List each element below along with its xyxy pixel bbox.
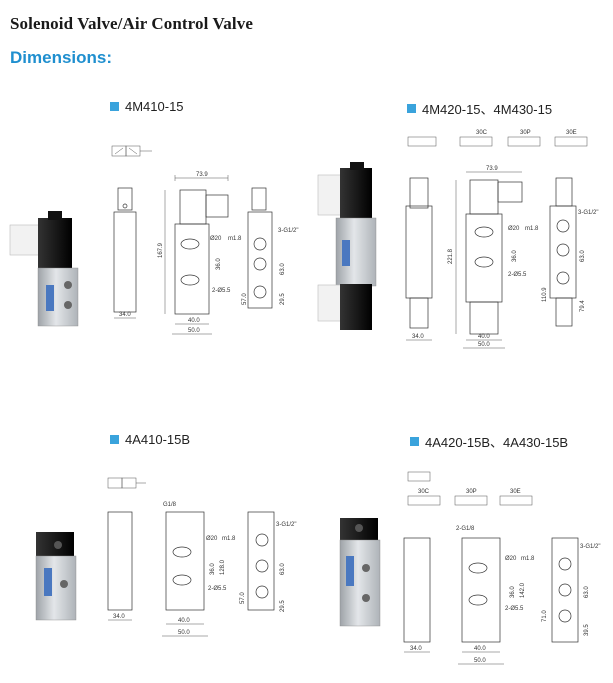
- side-view-4a410: 34.0: [107, 511, 133, 621]
- end-view-4m410: 3-G1/2" 63.0 57.0 29.5: [242, 187, 298, 309]
- dim-63: 63.0: [584, 586, 590, 598]
- bullet-square-icon: [407, 104, 416, 113]
- valve-photo-4m420: [317, 162, 377, 330]
- dim-128: 128.0: [220, 559, 226, 575]
- dim-50: 50.0: [474, 658, 486, 664]
- dim-34: 34.0: [113, 614, 125, 620]
- end-view-4a420: 3-G1/2" 63.0 71.0 39.5: [542, 537, 600, 643]
- symbol-30c: 30C: [476, 130, 488, 136]
- dim-40: 40.0: [188, 318, 200, 324]
- side-view-4m420: 34.0: [405, 177, 433, 341]
- dim-73-9: 73.9: [196, 172, 208, 178]
- dim-thread: 3-G1/2": [278, 228, 298, 234]
- dim-port-detail: m1.8: [228, 236, 242, 242]
- bullet-square-icon: [410, 437, 419, 446]
- dim-g18: G1/8: [163, 502, 177, 508]
- dim-holes: 2-Ø5.5: [508, 272, 527, 278]
- dim-63: 63.0: [280, 563, 286, 575]
- dim-36: 36.0: [510, 586, 516, 598]
- dim-36: 36.0: [210, 563, 216, 575]
- dim-57: 57.0: [240, 592, 246, 604]
- dim-63: 63.0: [580, 250, 586, 262]
- model-name: 4M410-15: [125, 99, 184, 114]
- symbol-4m410: [111, 145, 152, 157]
- dim-167-9: 167.9: [158, 242, 164, 258]
- dim-g18: 2-G1/8: [456, 526, 475, 532]
- dim-29: 29.5: [280, 293, 286, 305]
- dim-holes: 2-Ø5.5: [208, 586, 227, 592]
- symbol-30e: 30E: [510, 489, 521, 495]
- dim-port: Ø20: [508, 226, 520, 232]
- dim-holes: 2-Ø5.5: [212, 288, 231, 294]
- model-label-4a420: 4A420-15B、4A430-15B: [410, 432, 568, 451]
- dim-57: 57.0: [242, 293, 248, 305]
- dim-50: 50.0: [188, 328, 200, 334]
- model-name: 4A420-15B、4A430-15B: [425, 435, 569, 450]
- valve-photo-4m410: [9, 211, 79, 327]
- dim-71: 71.0: [542, 610, 548, 622]
- front-view-4m410: 73.9 167.9 Ø20 m1.8 2-Ø5.5 36.0 40.0 50.…: [114, 172, 242, 335]
- side-view-4a420: 34.0: [403, 537, 431, 653]
- dim-thread: 3-G1/2": [580, 544, 600, 550]
- model-name: 4M420-15、4M430-15: [422, 102, 553, 117]
- symbol-4a410: [107, 477, 146, 489]
- dim-50: 50.0: [178, 630, 190, 636]
- model-name: 4A410-15B: [125, 432, 191, 447]
- bullet-square-icon: [110, 102, 119, 111]
- dim-port: Ø20: [210, 236, 222, 242]
- symbol-30e: 30E: [566, 130, 577, 136]
- valve-photo-4a420: [339, 518, 381, 627]
- model-label-4m410: 4M410-15: [110, 99, 184, 114]
- dim-40: 40.0: [474, 646, 486, 652]
- dim-34: 34.0: [412, 334, 424, 340]
- end-view-4a410: 3-G1/2" 63.0 57.0 29.5: [240, 511, 296, 612]
- dim-73-9: 73.9: [486, 166, 498, 172]
- symbols-4m420: 30C 30P 30E: [407, 130, 588, 147]
- page-title: Solenoid Valve/Air Control Valve: [10, 14, 253, 33]
- dim-29: 29.5: [280, 600, 286, 612]
- dim-thread: 3-G1/2": [578, 210, 598, 216]
- dim-142: 142.0: [520, 582, 526, 598]
- model-label-4m420: 4M420-15、4M430-15: [407, 99, 552, 118]
- dim-36: 36.0: [512, 250, 518, 262]
- dim-63: 63.0: [280, 263, 286, 275]
- dim-36: 36.0: [216, 258, 222, 270]
- dim-40: 40.0: [478, 334, 490, 340]
- dim-port-detail: m1.8: [222, 536, 236, 542]
- dim-port: Ø20: [206, 536, 218, 542]
- dim-79-4: 79.4: [580, 300, 586, 312]
- valve-photo-4a410: [35, 532, 77, 621]
- end-view-4m420: 3-G1/2" 63.0 110.9 79.4: [542, 177, 598, 327]
- dim-port-detail: m1.8: [525, 226, 539, 232]
- symbol-30p: 30P: [466, 489, 477, 495]
- symbols-4a420: 30C 30P 30E: [407, 471, 533, 506]
- dim-port-detail: m1.8: [521, 556, 535, 562]
- dim-holes: 2-Ø5.5: [505, 606, 524, 612]
- dim-40: 40.0: [178, 618, 190, 624]
- side-view-4m410: [113, 187, 137, 313]
- symbol-30p: 30P: [520, 130, 531, 136]
- dim-221-8: 221.8: [448, 248, 454, 264]
- dim-39-5: 39.5: [584, 624, 590, 636]
- front-view-4m420: 73.9 221.8 Ø20 m1.8 2-Ø5.5 36.0 40.0 50.…: [448, 166, 539, 349]
- dim-port: Ø20: [505, 556, 517, 562]
- dim-thread: 3-G1/2": [276, 522, 296, 528]
- dim-110-9: 110.9: [542, 287, 548, 302]
- front-view-4a410: G1/8 Ø20 m1.8 2-Ø5.5 36.0 128.0 40.0 50.…: [162, 502, 236, 637]
- model-label-4a410: 4A410-15B: [110, 432, 190, 447]
- dim-34: 34.0: [410, 646, 422, 652]
- bullet-square-icon: [110, 435, 119, 444]
- section-heading-dimensions: Dimensions:: [10, 48, 113, 67]
- symbol-30c: 30C: [418, 489, 430, 495]
- dim-50: 50.0: [478, 342, 490, 348]
- dim-34: 34.0: [119, 312, 131, 318]
- front-view-4a420: 2-G1/8 Ø20 m1.8 2-Ø5.5 36.0 142.0 40.0 5…: [456, 526, 535, 665]
